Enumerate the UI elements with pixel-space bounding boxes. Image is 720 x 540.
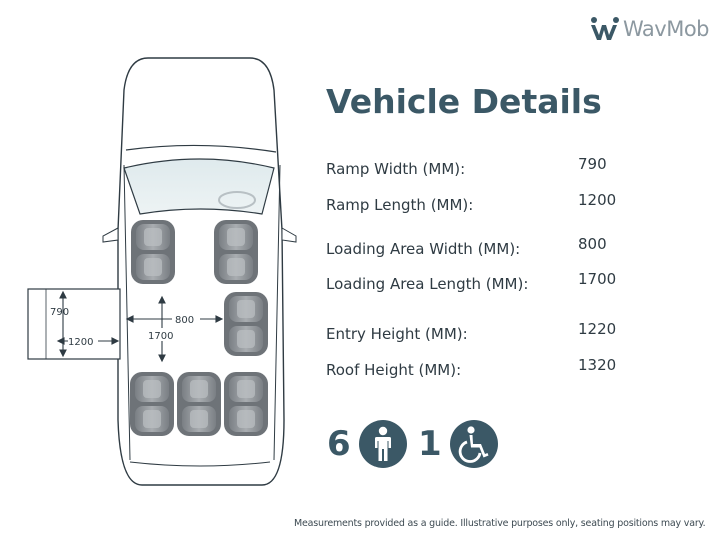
spec-label: Loading Area Length (MM): [326, 275, 529, 293]
loading-width-label: 800 [175, 315, 194, 326]
page-title: Vehicle Details [326, 82, 602, 121]
seat-count: 6 [327, 424, 351, 464]
seat-rear-middle [177, 372, 221, 436]
seat-rear-left [130, 372, 174, 436]
seat-middle-right [224, 292, 268, 356]
brand-logo: WavMob [590, 14, 710, 44]
spec-label: Ramp Width (MM): [326, 160, 466, 178]
spec-label: Loading Area Width (MM): [326, 240, 521, 258]
person-icon [359, 420, 407, 468]
wheelchair-count: 1 [418, 424, 442, 464]
ramp-width-label: 790 [50, 307, 69, 318]
wavmob-logo-icon [591, 17, 619, 40]
spec-value: 1700 [578, 270, 617, 288]
loading-length-arrow [158, 295, 166, 363]
vehicle-floorplan-diagram: 790 1200 800 1700 [27, 57, 297, 486]
loading-length-label: 1700 [148, 331, 173, 342]
spec-value: 1200 [578, 191, 617, 209]
spec-label: Ramp Length (MM): [326, 196, 474, 214]
spec-value: 800 [578, 235, 607, 253]
spec-value: 1220 [578, 320, 617, 338]
spec-row-ramp-width: Ramp Width (MM): 790 [326, 155, 626, 184]
spec-row-roof-height: Roof Height (MM): 1320 [326, 356, 626, 385]
spec-row-entry-height: Entry Height (MM): 1220 [326, 320, 626, 349]
ramp-width-arrow [59, 290, 67, 358]
seat-front-left [131, 220, 175, 284]
spec-value: 1320 [578, 356, 617, 374]
spec-value: 790 [578, 155, 607, 173]
ramp-length-label: 1200 [68, 337, 93, 348]
ramp-outline [27, 288, 121, 360]
spec-row-ramp-length: Ramp Length (MM): 1200 [326, 191, 626, 220]
spec-row-loading-length: Loading Area Length (MM): 1700 [326, 270, 626, 299]
brand-name: WavMob [623, 17, 710, 41]
spec-label: Entry Height (MM): [326, 325, 468, 343]
spec-row-loading-width: Loading Area Width (MM): 800 [326, 235, 626, 264]
seat-rear-right [224, 372, 268, 436]
disclaimer-footnote: Measurements provided as a guide. Illust… [294, 518, 706, 529]
seat-front-right [214, 220, 258, 284]
spec-label: Roof Height (MM): [326, 361, 462, 379]
wheelchair-icon [450, 420, 498, 468]
